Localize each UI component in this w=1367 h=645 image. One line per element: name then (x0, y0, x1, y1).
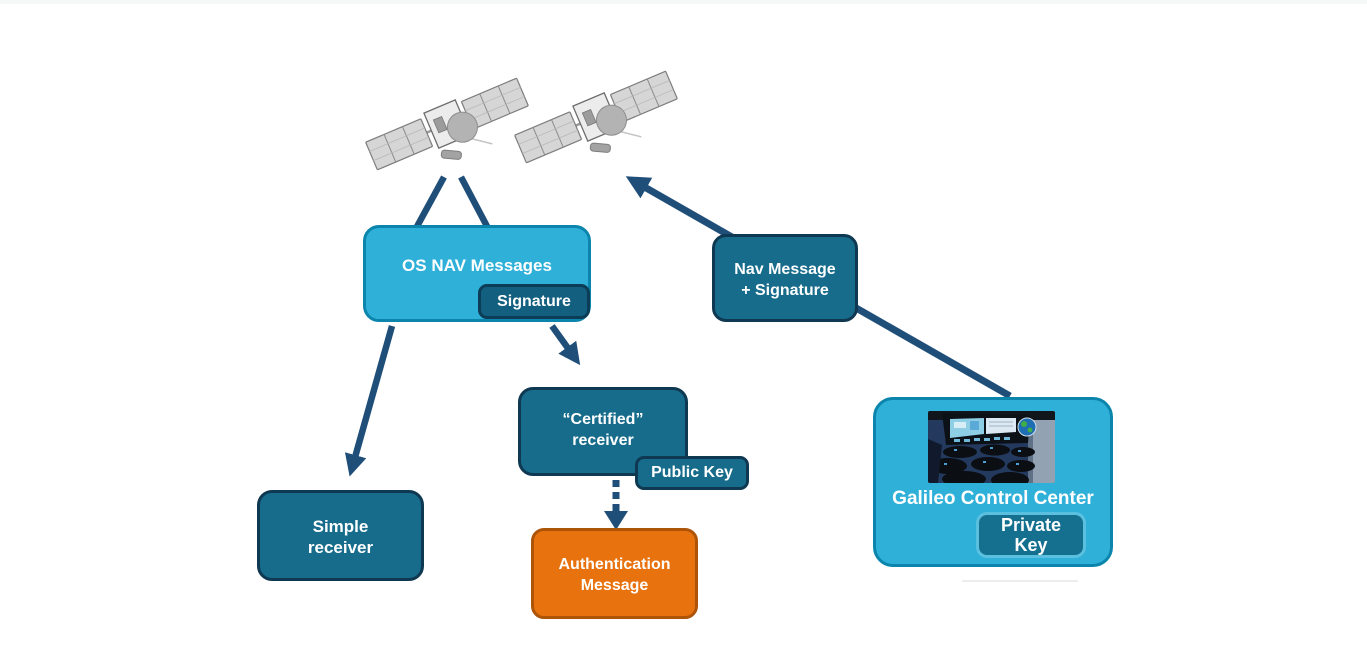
node-label-line2: Message (580, 577, 649, 594)
dotted-arrowhead (604, 511, 628, 530)
node-simple-receiver: Simple receiver (257, 490, 424, 581)
satellite-downlink-lines (411, 175, 493, 234)
signature-badge: Signature (478, 284, 590, 319)
private-key-badge: Private Key (976, 512, 1086, 558)
satellite-icon (362, 73, 539, 193)
arrow-osnav-to-certified (549, 324, 581, 366)
node-label-line1: Authentication (558, 556, 671, 573)
node-label: Galileo Control Center (892, 488, 1094, 509)
node-nav-message-signature: Nav Message + Signature (712, 234, 858, 322)
node-label-line1: Simple (312, 517, 369, 536)
node-label-line2: + Signature (741, 282, 829, 299)
badge-label-line1: Private (1000, 515, 1062, 535)
node-os-nav-messages: OS NAV Messages Signature (363, 225, 591, 322)
satellite-icon (511, 66, 688, 186)
badge-label-line2: Key (1014, 535, 1048, 555)
node-label-line2: receiver (307, 538, 374, 557)
node-authentication-message: Authentication Message (531, 528, 698, 619)
control-room-photo (928, 411, 1055, 483)
faint-artifact-line (962, 580, 1078, 582)
node-galileo-control-center: Galileo Control Center Private Key (873, 397, 1113, 567)
public-key-badge: Public Key (635, 456, 749, 490)
node-certified-receiver: “Certified” receiver Public Key (518, 387, 749, 490)
node-label-line1: “Certified” (562, 411, 644, 428)
top-edge-strip (0, 0, 1367, 4)
node-label-line1: Nav Message (734, 261, 836, 278)
arrow-osnav-to-simple (344, 325, 396, 477)
badge-label: Signature (497, 292, 571, 310)
badge-label: Public Key (651, 464, 733, 481)
node-label-line2: receiver (572, 432, 634, 449)
node-label: OS NAV Messages (402, 256, 552, 275)
control-room-illustration (928, 411, 1055, 483)
